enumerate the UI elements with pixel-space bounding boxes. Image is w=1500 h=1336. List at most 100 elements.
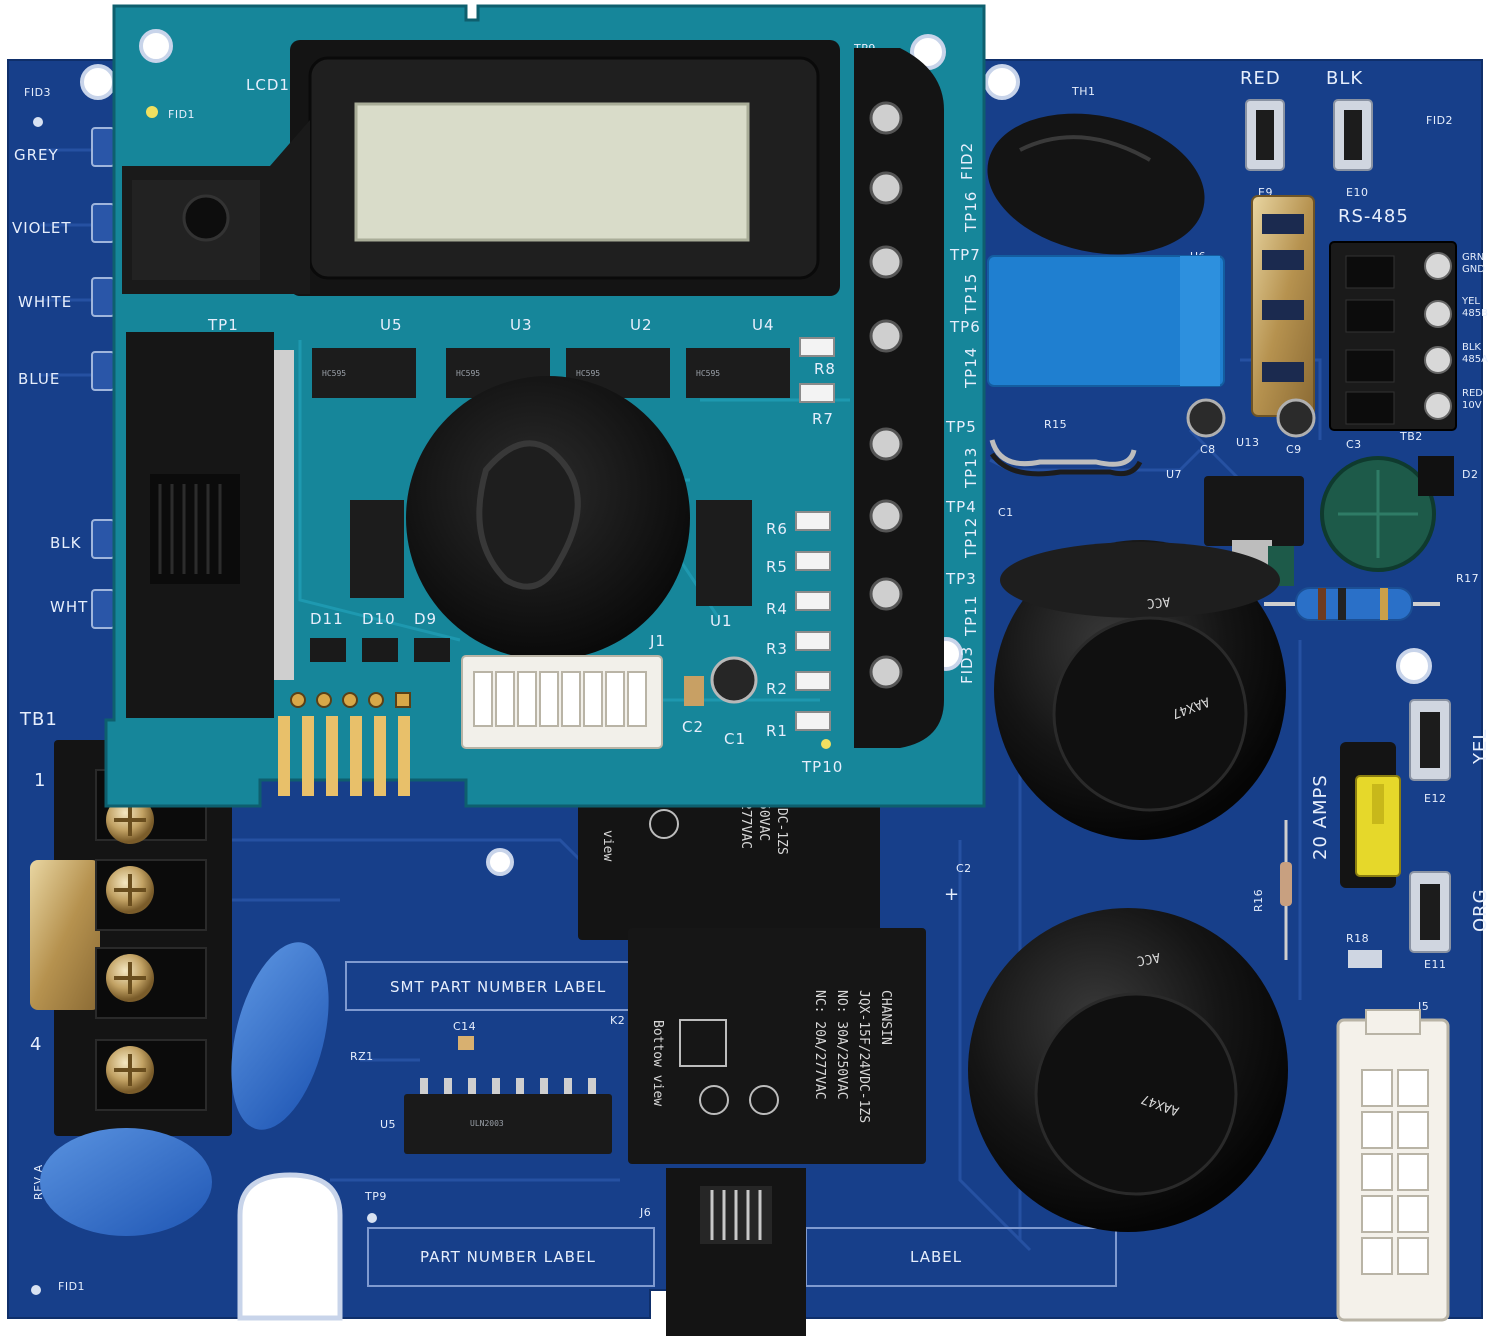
tp9-bottom-label: TP9 bbox=[364, 1190, 387, 1203]
capacitor-c1-brand: ACC bbox=[1146, 593, 1171, 610]
small-electrolytic-caps bbox=[1186, 398, 1316, 438]
relay-brand: CHANSIN bbox=[878, 990, 893, 1045]
resistor-r17 bbox=[1264, 587, 1440, 621]
lcd1-label: LCD1 bbox=[246, 76, 290, 94]
bottom-slot bbox=[237, 1172, 343, 1321]
mounting-holes bbox=[80, 64, 1432, 876]
r5-label: R5 bbox=[766, 558, 788, 576]
smd-resistors bbox=[795, 337, 835, 731]
r15-label: R15 bbox=[1044, 418, 1067, 431]
org-wire-connector bbox=[1409, 871, 1451, 953]
connector-j6 bbox=[666, 1168, 806, 1336]
tp4-label: TP4 bbox=[945, 498, 977, 516]
lcd-screen bbox=[354, 102, 750, 242]
edge-connector-pads bbox=[278, 692, 411, 796]
relay-k1: view 50VAC 277VAC VDC-1ZS bbox=[578, 780, 880, 940]
u4-label: U4 bbox=[752, 316, 775, 334]
r17-label: R17 bbox=[1456, 572, 1479, 585]
ic-u1 bbox=[696, 500, 752, 606]
terminal-screws bbox=[106, 796, 154, 1094]
tp10-label: TP10 bbox=[801, 758, 843, 776]
r2-label: R2 bbox=[766, 680, 788, 698]
e11-label: E11 bbox=[1424, 958, 1446, 971]
r4-label: R4 bbox=[766, 600, 788, 618]
relay-k2: CHANSIN JQX-15F/24VDC-1ZS NO: 30A/250VAC… bbox=[628, 928, 926, 1164]
tp1-label: TP1 bbox=[207, 316, 239, 334]
resistor-r16 bbox=[1280, 820, 1292, 960]
blue-label: BLUE bbox=[18, 370, 60, 388]
rotary-selector-knob[interactable] bbox=[406, 376, 690, 660]
fid3-daughter-label: FID3 bbox=[958, 646, 976, 684]
rs485-pin-label: 10V bbox=[1462, 400, 1482, 411]
amps-label: 20 AMPS bbox=[1310, 774, 1331, 860]
fid3-label: FID3 bbox=[24, 86, 51, 99]
leds bbox=[869, 101, 903, 689]
diode-d2 bbox=[1418, 456, 1454, 496]
tp13-label: TP13 bbox=[962, 447, 980, 489]
daughter-silkscreen: LCD1 FID1 TP9 TP1 U5 U3 U2 U4 U1 R8 R7 R… bbox=[146, 42, 976, 776]
fid2-right-label: FID2 bbox=[1426, 114, 1453, 127]
relay-no-rating: NO: 30A/250VAC bbox=[834, 990, 849, 1100]
blk-left-label: BLK bbox=[50, 534, 82, 552]
left-wire-pads bbox=[91, 127, 115, 629]
white-label: WHITE bbox=[18, 293, 72, 311]
button-housing bbox=[122, 120, 310, 294]
yel-label: YEL bbox=[1470, 729, 1491, 765]
d9-label: D9 bbox=[414, 610, 437, 628]
smt-label-text: SMT PART NUMBER LABEL bbox=[390, 978, 606, 996]
svg-text:HC595: HC595 bbox=[696, 369, 720, 378]
u2-label: U2 bbox=[630, 316, 653, 334]
c3-label: C3 bbox=[1346, 438, 1362, 451]
capacitor-c14 bbox=[458, 1036, 474, 1050]
label-text: LABEL bbox=[910, 1248, 962, 1266]
ic-left bbox=[350, 500, 404, 598]
tp15-label: TP15 bbox=[962, 273, 980, 315]
fid1-bottom-label: FID1 bbox=[58, 1280, 85, 1293]
connector-j5 bbox=[1336, 1009, 1450, 1322]
push-button[interactable] bbox=[182, 194, 230, 242]
fid1-top-label: FID1 bbox=[168, 108, 195, 121]
blue-disc-capacitor bbox=[40, 1128, 212, 1236]
relay-k1-view: view bbox=[600, 830, 615, 861]
main-silkscreen: FID3 GREY VIOLET WHITE BLUE BLK WHT TB1 … bbox=[12, 68, 1491, 1295]
relay-k1-rating-1: 50VAC bbox=[756, 802, 771, 841]
c1-daughter-label: C1 bbox=[724, 730, 746, 748]
tb1-pin4-label: 4 bbox=[30, 1034, 42, 1055]
rs485-pin-label: 485B bbox=[1462, 308, 1488, 319]
svg-text:HC595: HC595 bbox=[456, 369, 480, 378]
slide-switch[interactable] bbox=[126, 332, 294, 718]
rs485-pin-label: BLK bbox=[1462, 342, 1481, 353]
c1-main-label: C1 bbox=[998, 506, 1014, 519]
rz1-label: RZ1 bbox=[350, 1050, 374, 1063]
resistor-r15-wire bbox=[989, 439, 1137, 467]
r6-label: R6 bbox=[766, 520, 788, 538]
c8-label: C8 bbox=[1200, 443, 1216, 456]
part-label-text: PART NUMBER LABEL bbox=[420, 1248, 596, 1266]
tp16-label: TP16 bbox=[962, 191, 980, 233]
relay-nc-rating: NC: 20A/277VAC bbox=[812, 990, 827, 1100]
led-bar-housing bbox=[854, 48, 944, 748]
c2-daughter-label: C2 bbox=[682, 718, 704, 736]
u7-label: U7 bbox=[1166, 468, 1182, 481]
varistor-rz1 bbox=[231, 942, 329, 1130]
film-capacitor bbox=[987, 255, 1225, 387]
c9-label: C9 bbox=[1286, 443, 1302, 456]
blk-label: BLK bbox=[1326, 68, 1363, 89]
u3-label: U3 bbox=[510, 316, 533, 334]
terminal-block-tb1 bbox=[30, 740, 232, 1136]
part-label-box bbox=[367, 1227, 655, 1287]
wht-left-label: WHT bbox=[50, 598, 88, 616]
tp3-label: TP3 bbox=[945, 570, 977, 588]
tp14-label: TP14 bbox=[962, 347, 980, 389]
rs485-pin-label: GRN bbox=[1462, 252, 1484, 263]
rs485-terminal-block bbox=[1329, 241, 1457, 431]
j1-label: J1 bbox=[649, 632, 666, 650]
relay-bottom-view: Bottow view bbox=[650, 1020, 665, 1106]
smd-cap-c2 bbox=[684, 676, 704, 706]
u5-bottom-label: U5 bbox=[380, 1118, 396, 1131]
d2-label: D2 bbox=[1462, 468, 1478, 481]
r3-label: R3 bbox=[766, 640, 788, 658]
violet-label: VIOLET bbox=[12, 219, 72, 237]
rs485-pin-labels: GRN GND YEL 485B BLK 485A RED 10V bbox=[1461, 252, 1488, 411]
tp6-label: TP6 bbox=[949, 318, 981, 336]
